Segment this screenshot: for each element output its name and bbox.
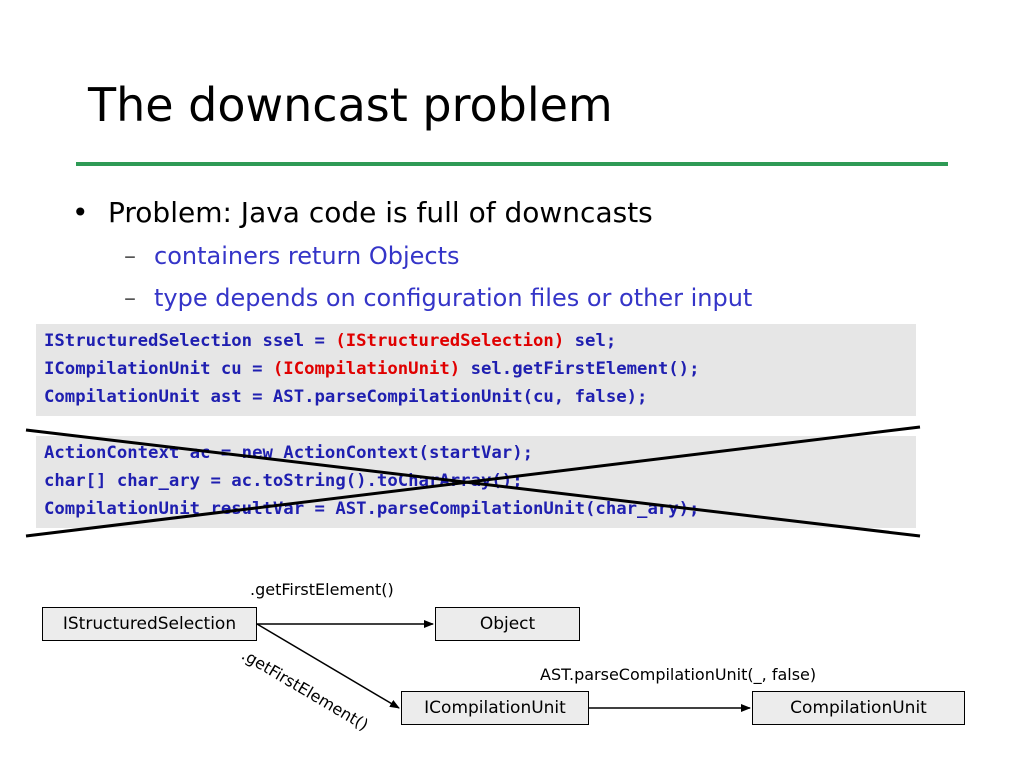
sub-bullet-2: –type depends on configuration files or …: [124, 284, 752, 312]
code-block-crossed-out: ActionContext ac = new ActionContext(sta…: [36, 436, 916, 528]
edge-label-getfirstelement-diagonal: .getFirstElement(): [238, 645, 372, 735]
title-divider: [76, 162, 948, 166]
code-segment: sel;: [564, 331, 617, 351]
edge-label-getfirstelement: .getFirstElement(): [250, 580, 394, 599]
cast-highlight: (ICompilationUnit): [272, 359, 461, 379]
code-line-2: char[] char_ary = ac.toString().toCharAr…: [44, 471, 523, 491]
node-icompilationunit: ICompilationUnit: [401, 691, 589, 725]
code-segment: ICompilationUnit cu =: [44, 359, 273, 379]
code-block-downcast: IStructuredSelection ssel = (IStructured…: [36, 324, 916, 416]
bullet-text: Problem: Java code is full of downcasts: [108, 196, 653, 229]
node-compilationunit: CompilationUnit: [752, 691, 965, 725]
cast-highlight: (IStructuredSelection): [335, 331, 565, 351]
code-line-3: CompilationUnit ast = AST.parseCompilati…: [44, 387, 648, 407]
code-line-1: ActionContext ac = new ActionContext(sta…: [44, 443, 533, 463]
code-line-3: CompilationUnit resultVar = AST.parseCom…: [44, 499, 700, 519]
sub-bullet-text: containers return Objects: [154, 242, 460, 270]
edge-label-parse: AST.parseCompilationUnit(_, false): [540, 665, 817, 684]
dash-icon: –: [124, 242, 136, 270]
node-istructuredselection: IStructuredSelection: [42, 607, 257, 641]
node-object: Object: [435, 607, 580, 641]
bullet-item: • Problem: Java code is full of downcasts: [72, 196, 653, 229]
code-line-1: IStructuredSelection ssel = (IStructured…: [44, 327, 916, 355]
code-segment: IStructuredSelection ssel =: [44, 331, 336, 351]
sub-bullet-text: type depends on configuration files or o…: [154, 284, 753, 312]
bullet-dot-icon: •: [72, 196, 89, 229]
slide-title: The downcast problem: [88, 78, 613, 132]
code-line-2: ICompilationUnit cu = (ICompilationUnit)…: [44, 355, 916, 383]
dash-icon: –: [124, 284, 136, 312]
code-segment: sel.getFirstElement();: [460, 359, 700, 379]
sub-bullet-1: –containers return Objects: [124, 242, 460, 270]
